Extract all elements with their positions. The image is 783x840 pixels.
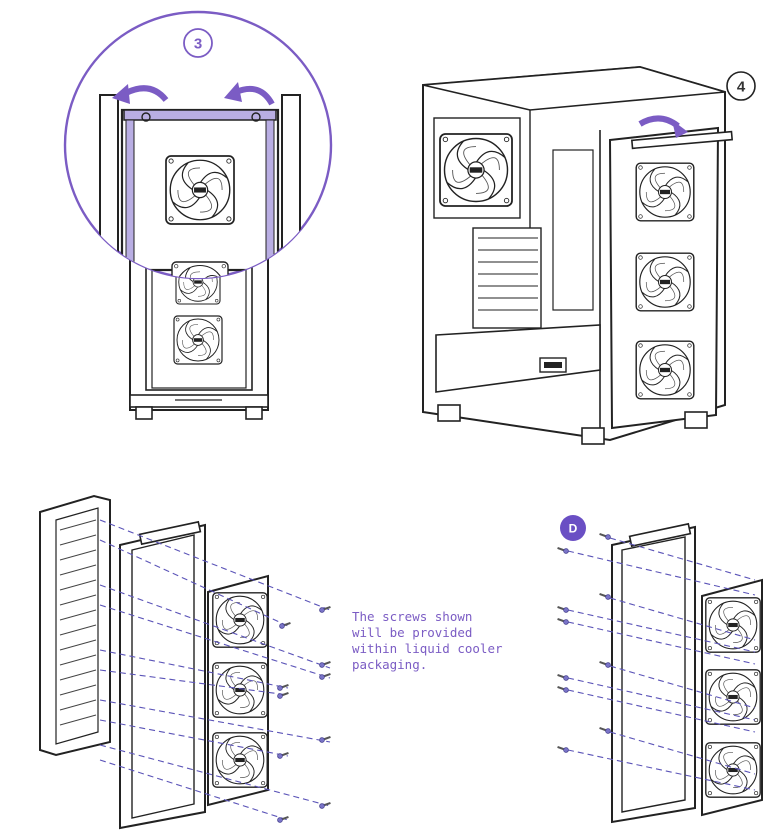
bracket-frame [119,520,206,830]
radiator [39,494,111,757]
step-3-badge: 3 [183,28,213,58]
screws-d [555,530,613,755]
svg-text:3: 3 [194,36,202,53]
note-line: will be provided [352,625,473,640]
svg-text:D: D [569,522,578,536]
screw-guide-lines-d [567,537,756,791]
case-isometric-view [422,65,734,445]
step-d-badge: D [560,515,586,541]
lift-arrow-right-icon [234,86,275,106]
pci-slots [472,227,542,329]
note-line: packaging. [352,657,428,672]
bracket-frame-d [611,522,696,824]
step-4-badge: 4 [726,71,756,101]
fan-stack-d [701,578,763,817]
screw-guide-lines [99,519,331,821]
screw-note: The screws shown will be provided within… [352,609,522,673]
note-line: The screws shown [352,609,473,624]
zoom-callout [63,10,333,280]
svg-text:4: 4 [737,79,746,96]
fan-stack [207,574,269,807]
note-line: within liquid cooler [352,641,503,656]
screws-left [275,603,333,825]
